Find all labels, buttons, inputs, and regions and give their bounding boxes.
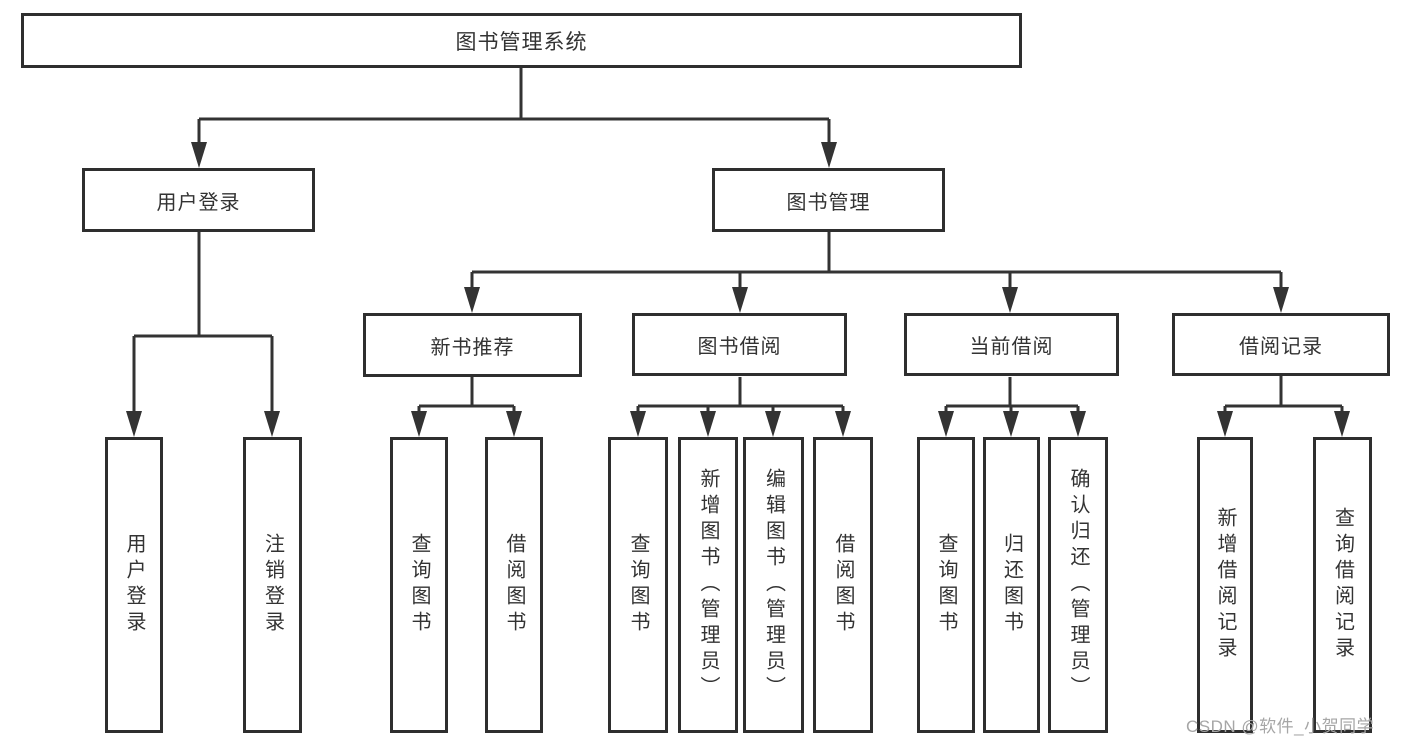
leaf-logout: 注销登录	[243, 437, 302, 733]
leaf-borrow-books-recommend: 借阅图书	[485, 437, 543, 733]
leaf-user-login: 用户登录	[105, 437, 163, 733]
node-user-login: 用户登录	[82, 168, 315, 232]
leaf-query-books-recommend: 查询图书	[390, 437, 448, 733]
csdn-watermark: CSDN @软件_小贺同学	[1186, 717, 1375, 736]
node-new-book-recommend: 新书推荐	[363, 313, 582, 377]
leaf-edit-books-admin: 编辑图书（管理员）	[743, 437, 804, 733]
leaf-borrow-books: 借阅图书	[813, 437, 873, 733]
leaf-query-books-borrow: 查询图书	[608, 437, 668, 733]
leaf-add-books-admin: 新增图书（管理员）	[678, 437, 738, 733]
node-current-borrow: 当前借阅	[904, 313, 1119, 376]
leaf-return-books: 归还图书	[983, 437, 1040, 733]
node-book-borrow: 图书借阅	[632, 313, 847, 376]
arrowheads	[126, 142, 1350, 437]
node-root-library-system: 图书管理系统	[21, 13, 1022, 68]
node-book-management: 图书管理	[712, 168, 945, 232]
leaf-confirm-return-admin: 确认归还（管理员）	[1048, 437, 1108, 733]
leaf-query-books-current: 查询图书	[917, 437, 975, 733]
node-borrow-records: 借阅记录	[1172, 313, 1390, 376]
leaf-query-borrow-record: 查询借阅记录	[1313, 437, 1372, 733]
leaf-add-borrow-record: 新增借阅记录	[1197, 437, 1253, 733]
